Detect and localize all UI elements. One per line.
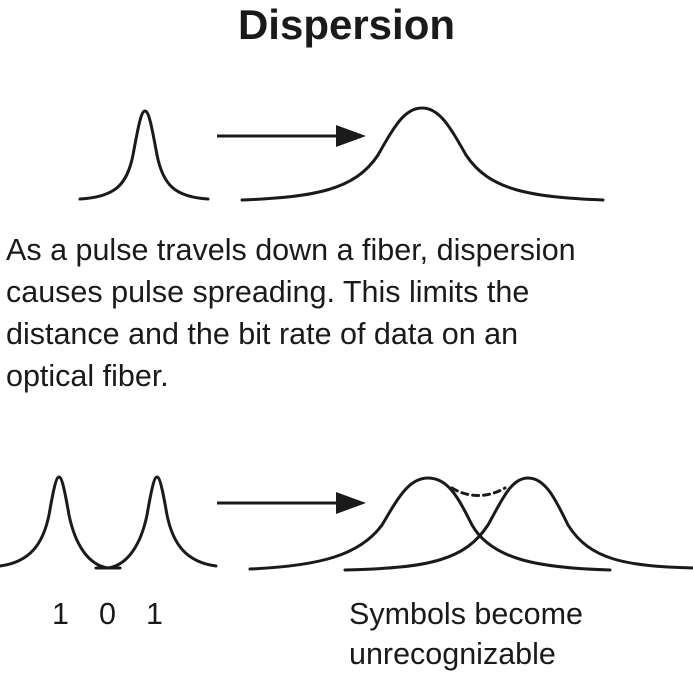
overlap-dashed-line <box>450 486 507 497</box>
description-line: As a pulse travels down a fiber, dispers… <box>6 233 576 267</box>
overlap-caption: Symbols become unrecognizable <box>349 594 679 674</box>
caption-line: unrecognizable <box>349 637 556 671</box>
bit-pulses-narrow <box>0 475 218 570</box>
diagram-title: Dispersion <box>237 1 456 48</box>
propagation-arrow-bottom <box>217 492 366 514</box>
narrow-pulse <box>78 109 210 201</box>
caption-line: Symbols become <box>349 597 583 631</box>
broadened-bit-pulse-2 <box>343 476 693 572</box>
description-line: optical fiber. <box>6 359 169 393</box>
description-line: causes pulse spreading. This limits the <box>6 275 530 309</box>
description-paragraph: As a pulse travels down a fiber, dispers… <box>6 229 686 397</box>
bit-label: 1 <box>52 597 69 631</box>
broadened-bit-pulse-1 <box>248 476 612 572</box>
bit-sequence: 1 0 1 <box>0 594 200 634</box>
propagation-arrow-top <box>217 125 366 147</box>
description-line: distance and the bit rate of data on an <box>6 317 519 351</box>
bit-label: 0 <box>99 597 116 631</box>
broadened-pulse <box>240 106 605 202</box>
bit-label: 1 <box>146 597 163 631</box>
